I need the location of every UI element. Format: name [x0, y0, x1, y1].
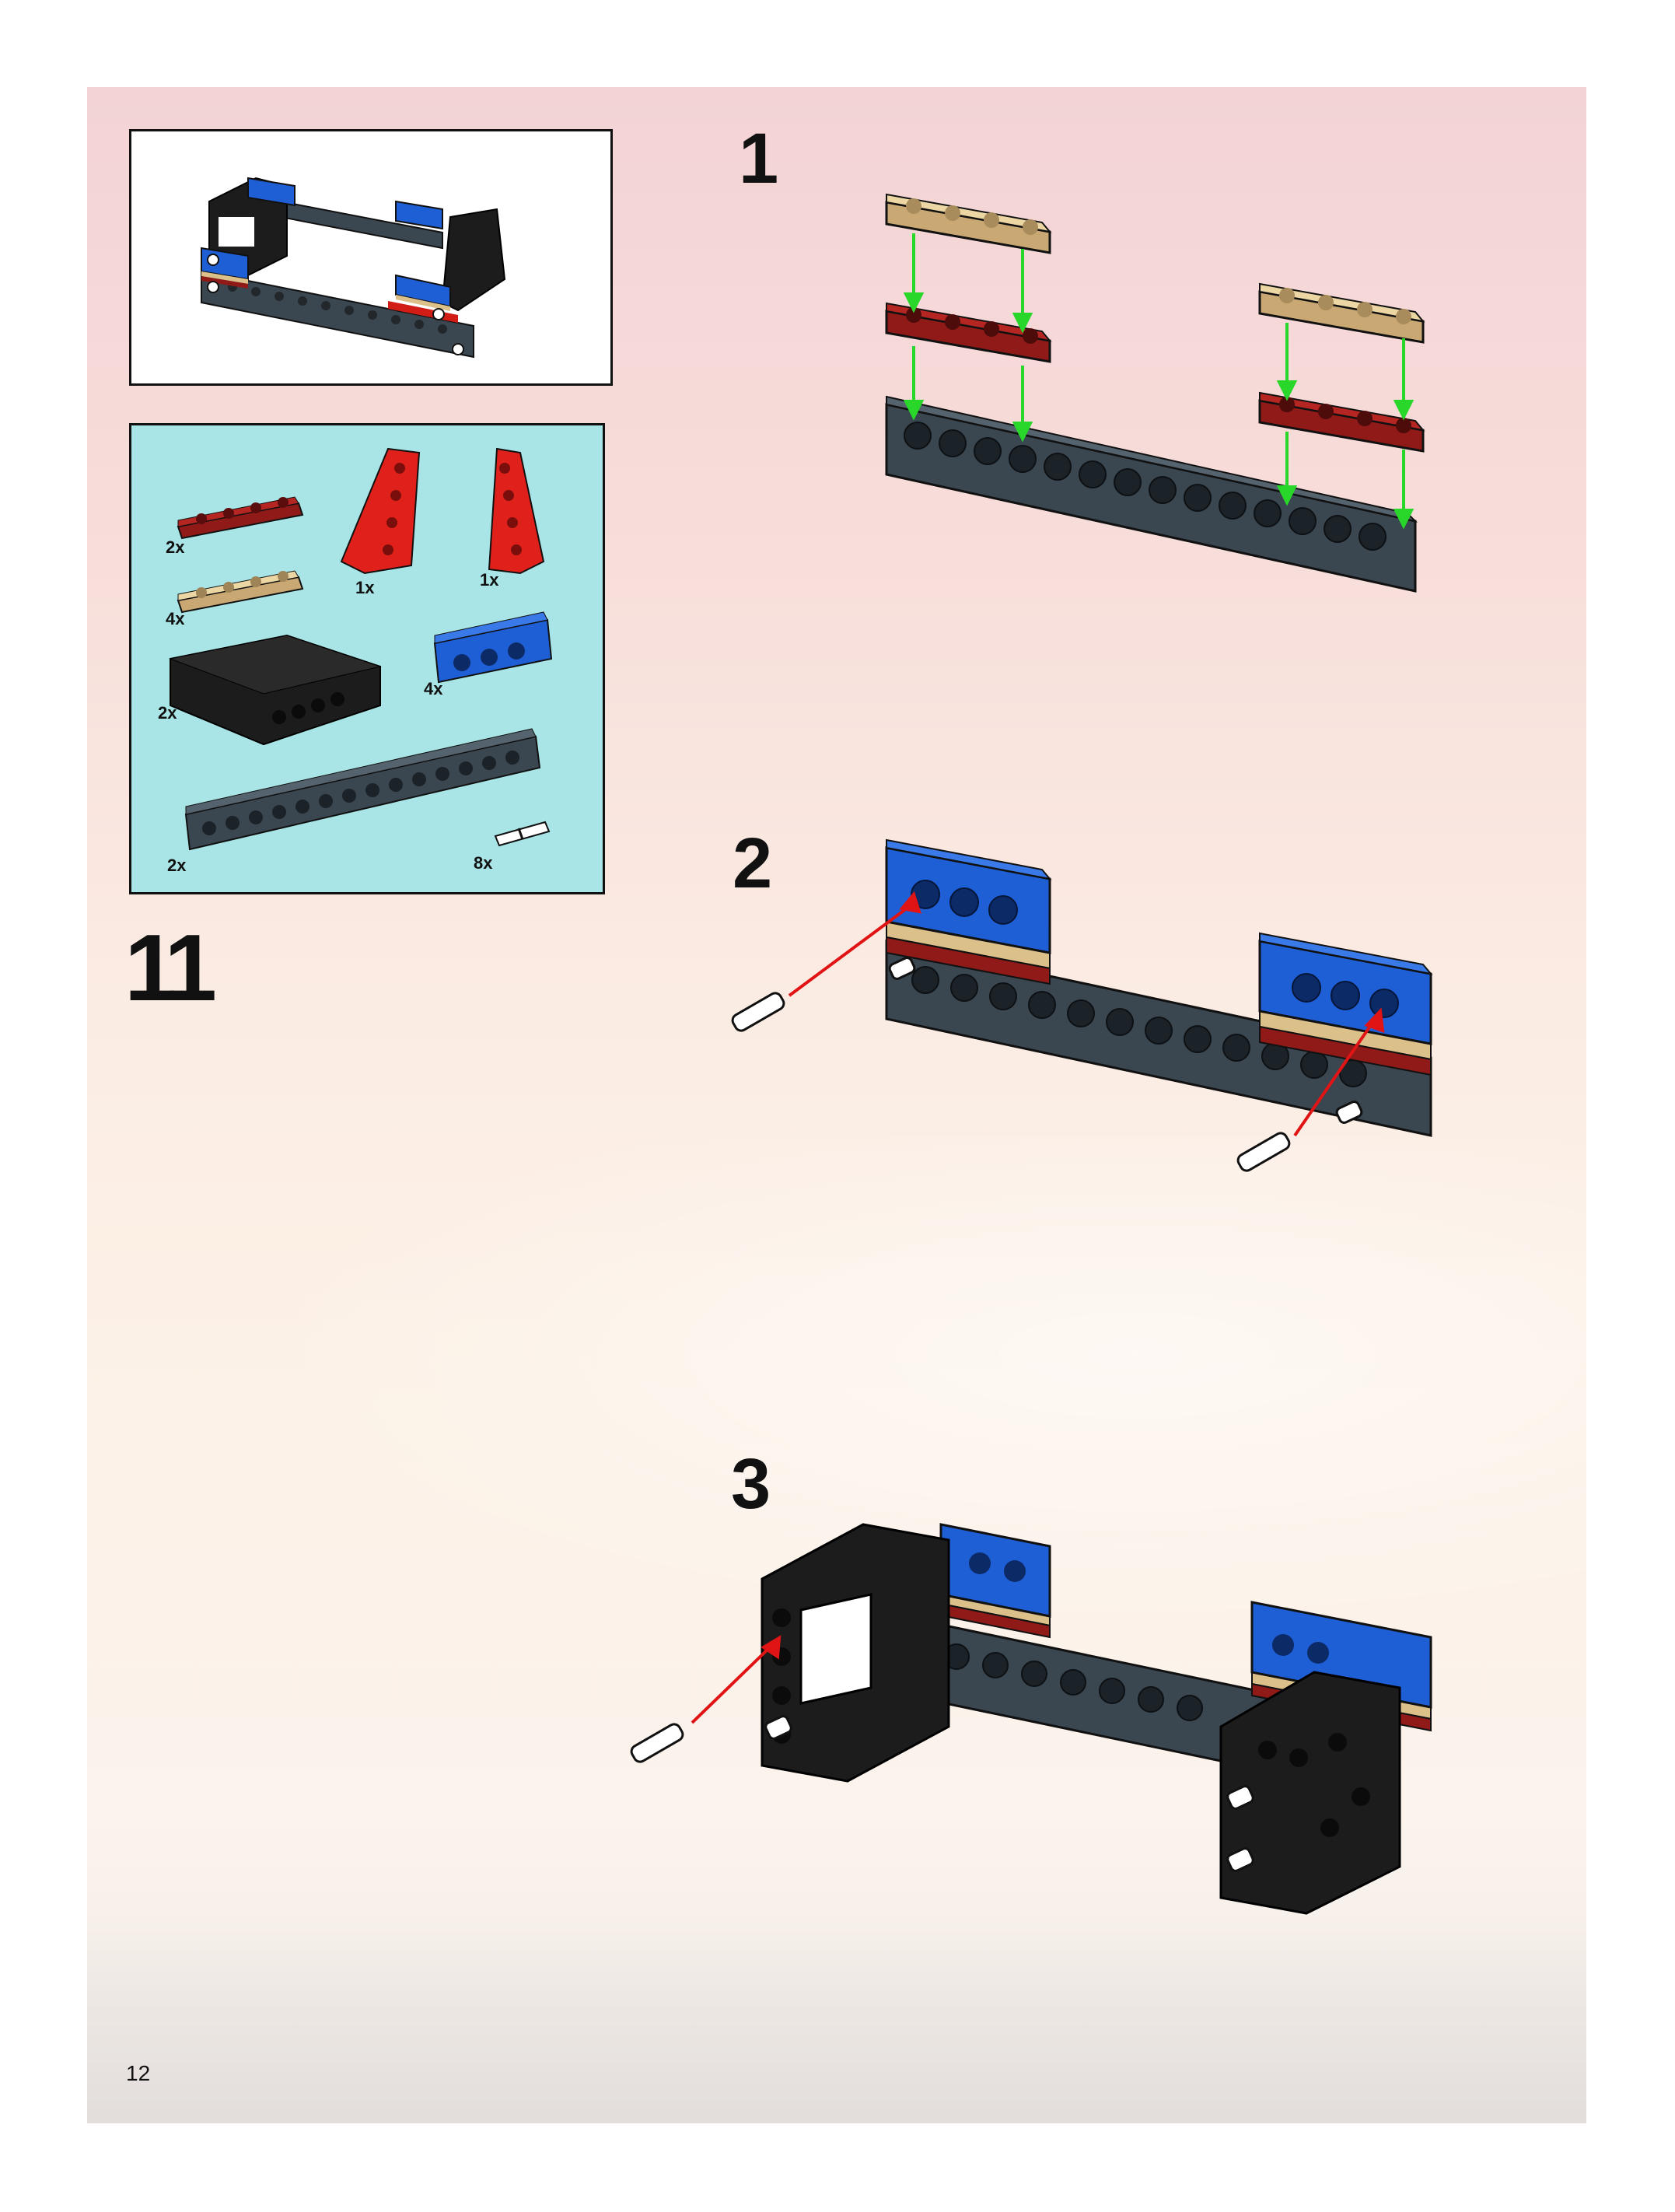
technic-beam-part [186, 729, 540, 849]
loose-pin [629, 1722, 685, 1764]
quantity-technic-beam: 2x [167, 856, 186, 876]
substep-1-illustration [855, 171, 1477, 607]
quantity-black-frame: 2x [158, 703, 177, 723]
quantity-wedge-right: 1x [480, 570, 498, 590]
friction-pin-part [495, 822, 549, 845]
quantity-wedge-left: 1x [355, 578, 374, 598]
black-frame-part [170, 635, 380, 744]
parts-illustrations [131, 425, 607, 897]
red-wedge-right-part [489, 449, 544, 573]
red-wedge-left-part [341, 449, 419, 573]
assembly-preview-panel [129, 129, 613, 386]
tan-plate-part [178, 571, 302, 612]
step-number: 11 [124, 913, 209, 1022]
background-ground [87, 1915, 1586, 2123]
quantity-blue-brick: 4x [424, 679, 442, 699]
substep-2-illustration [715, 832, 1446, 1198]
substep-3-illustration [614, 1470, 1454, 1921]
assembly-preview-image [131, 131, 615, 388]
blue-brick-part [435, 612, 551, 682]
red-plate-part [178, 497, 302, 538]
quantity-tan-plate: 4x [166, 609, 184, 629]
quantity-friction-pin: 8x [474, 853, 492, 873]
page-number: 12 [126, 2061, 150, 2086]
parts-list-panel: 2x 1x 1x 4x 2x 4x 2x 8x [129, 423, 605, 894]
quantity-red-plate: 2x [166, 537, 184, 558]
substep-1-number: 1 [739, 118, 777, 200]
